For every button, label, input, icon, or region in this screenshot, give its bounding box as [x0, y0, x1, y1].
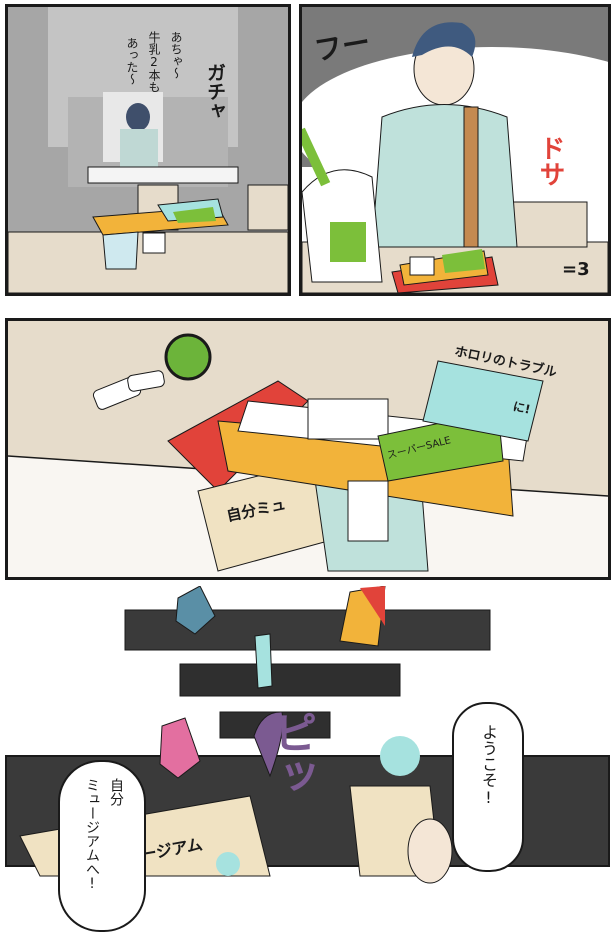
bubble-welcome-text: ようこそ! [479, 724, 498, 807]
speech-line-2: 牛乳2本も [147, 31, 161, 93]
speech-line-3: あった〜 [125, 37, 139, 85]
panel-arrival: フー ドサ =3 [299, 4, 611, 296]
bubble-museum-line-1: 自分 [108, 778, 124, 806]
sfx-breath: =3 [562, 259, 590, 280]
man-with-groceries-illustration [302, 7, 608, 293]
sfx-dosa: ドサ [535, 135, 565, 187]
magazine-suffix: に! [511, 399, 532, 417]
sfx-gacha: ガチャ [204, 63, 226, 120]
speech-bubble-welcome: ようこそ! [452, 702, 524, 872]
panel-museum-reveal: ピッ ージアム ようこそ! 自分 ミュージアムへ! [0, 586, 615, 934]
bubble-museum-line-2: ミュージアムへ! [84, 778, 100, 892]
speech-bubble-museum: 自分 ミュージアムへ! [58, 760, 146, 932]
mail-pile-illustration [8, 321, 608, 577]
kitchen-illustration [8, 7, 288, 293]
panel-kitchen: あちゃ〜 牛乳2本も あった〜 ガチャ [5, 4, 291, 296]
panel-mail-pile: ホロリのトラブル に! スーパーSALE 自分ミュ [5, 318, 611, 580]
sfx-pi: ピッ [265, 710, 316, 798]
speech-line-1: あちゃ〜 [169, 31, 183, 79]
